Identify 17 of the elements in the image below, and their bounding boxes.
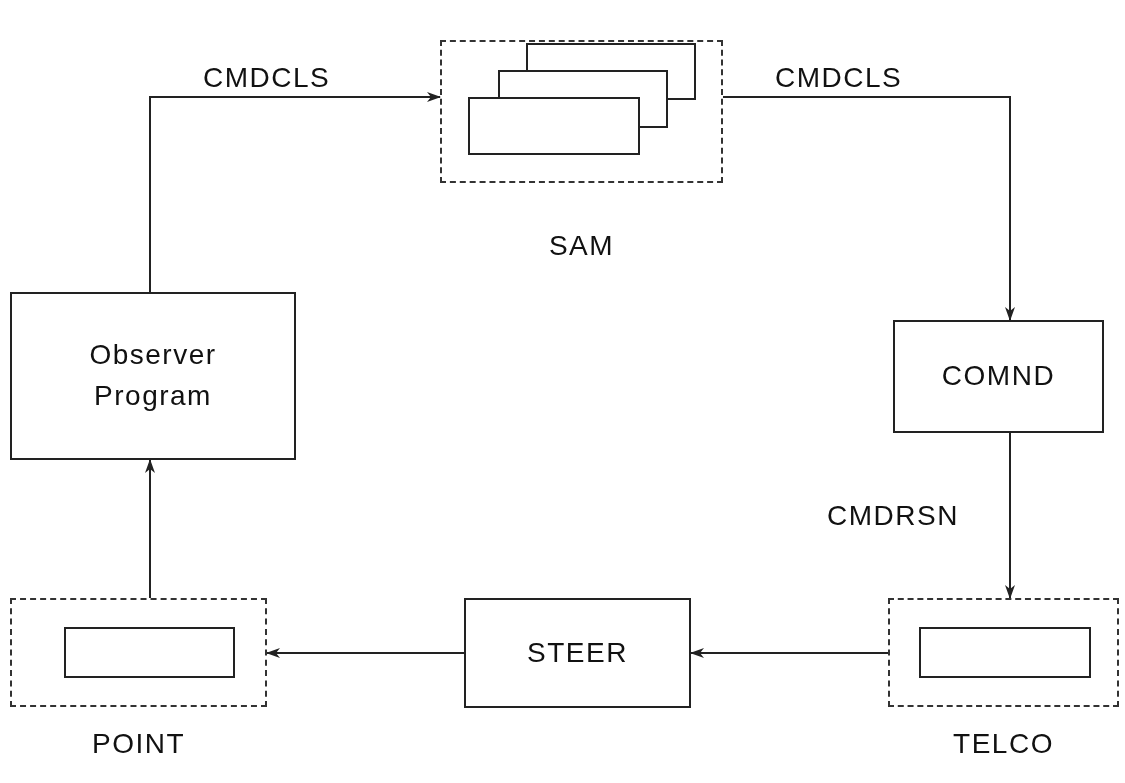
process-box: [893, 320, 1104, 433]
box-label: COMND: [941, 359, 1056, 394]
process-box: [464, 598, 691, 708]
empty-box: [919, 627, 1091, 678]
arrow: [690, 648, 889, 658]
arrow: [266, 648, 465, 658]
arrow: [149, 92, 441, 293]
process-box: [10, 292, 296, 460]
arrow: [145, 459, 155, 599]
component-label: POINT: [90, 728, 187, 760]
arrow: [722, 96, 1015, 321]
arrow: [1005, 432, 1015, 599]
empty-box: [64, 627, 235, 678]
box-label: Observer Program: [88, 338, 218, 413]
box-label: STEER: [527, 635, 628, 670]
component-label: TELCO: [952, 728, 1055, 760]
component-label: SAM: [547, 230, 616, 262]
